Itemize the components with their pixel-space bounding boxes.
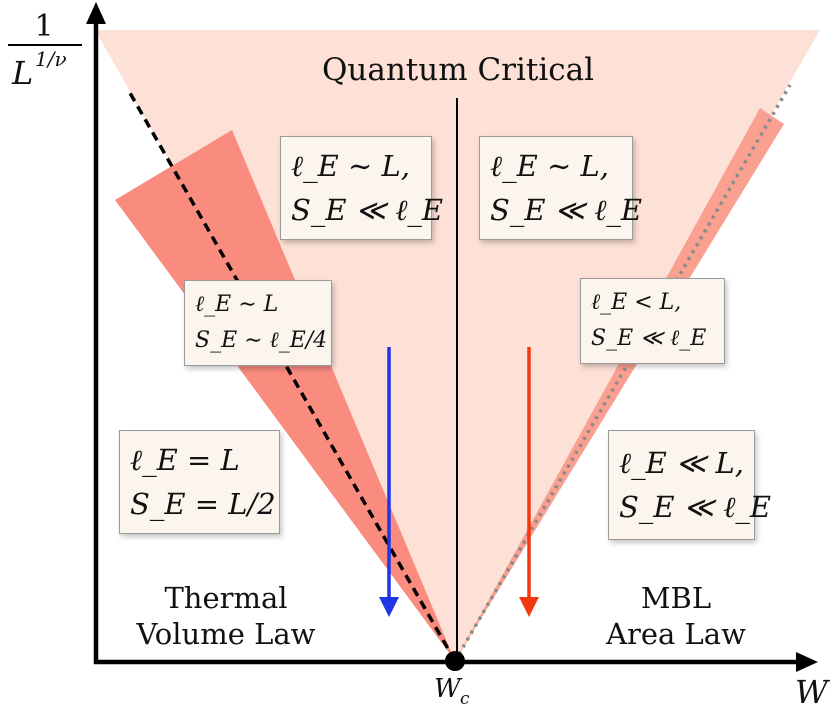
thermal-region-line-1: Thermal [164, 581, 288, 615]
y-axis-label-exponent: 1/ν [35, 47, 67, 71]
mbl-flow-arrow-head [519, 597, 539, 617]
critical-left-box-line-1: ℓ_E ∼ L, [291, 149, 410, 183]
mbl-crossover-box: ℓ_E < L, S_E ≪ ℓ_E [580, 278, 725, 364]
mbl-crossover-box-line-1: ℓ_E < L, [591, 290, 682, 315]
thermal-region-line-2: Volume Law [136, 617, 316, 651]
critical-left-box-line-2: S_E ≪ ℓ_E [291, 193, 444, 227]
critical-point-dot [445, 651, 465, 671]
critical-right-box-line-2: S_E ≪ ℓ_E [490, 193, 643, 227]
mbl-region-label: MBL Area Law [576, 580, 776, 652]
thermal-crossover-box: ℓ_E ∼ L S_E ∼ ℓ_E/4 [184, 280, 332, 366]
thermal-boundary-dashed-line [128, 92, 457, 662]
mbl-phase-box-line-1: ℓ_E ≪ L, [619, 446, 745, 480]
mbl-crossover-box-line-2: S_E ≪ ℓ_E [591, 326, 707, 351]
thermal-crossover-box-line-1: ℓ_E ∼ L [195, 292, 279, 317]
mbl-phase-box-line-2: S_E ≪ ℓ_E [619, 490, 772, 524]
mbl-region-line-2: Area Law [606, 617, 746, 651]
x-axis-label: W [795, 673, 830, 711]
thermal-phase-box-line-2: S_E = L/2 [130, 487, 276, 521]
critical-point-subscript: c [460, 689, 470, 709]
mbl-phase-box: ℓ_E ≪ L, S_E ≪ ℓ_E [608, 430, 771, 540]
critical-left-box: ℓ_E ∼ L, S_E ≪ ℓ_E [280, 136, 443, 240]
thermal-crossover-band [115, 130, 455, 661]
critical-right-box-line-1: ℓ_E ∼ L, [490, 149, 609, 183]
thermal-crossover-box-line-2: S_E ∼ ℓ_E/4 [195, 328, 328, 353]
critical-point-label: W [434, 674, 463, 704]
thermal-phase-box-line-1: ℓ_E = L [130, 443, 240, 477]
y-axis-label-numerator: 1 [34, 9, 53, 44]
thermal-flow-arrow-head [379, 597, 399, 617]
x-axis-arrowhead [796, 652, 818, 672]
quantum-critical-title: Quantum Critical [322, 52, 594, 88]
y-axis-label-denominator: L [11, 54, 33, 92]
y-axis-arrowhead [86, 2, 106, 24]
mbl-region-line-1: MBL [640, 581, 712, 615]
thermal-region-label: Thermal Volume Law [126, 580, 326, 652]
critical-right-box: ℓ_E ∼ L, S_E ≪ ℓ_E [479, 136, 642, 240]
thermal-phase-box: ℓ_E = L S_E = L/2 [119, 430, 280, 534]
